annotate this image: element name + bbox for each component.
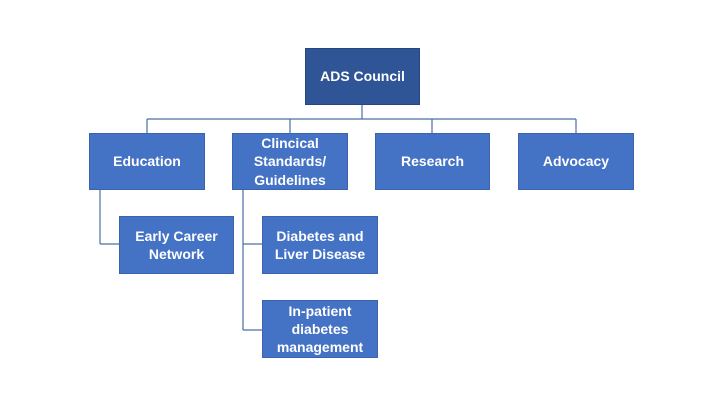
node-clinical-standards: Clincical Standards/ Guidelines	[232, 133, 348, 190]
node-label: Education	[113, 153, 181, 170]
node-label: ADS Council	[320, 68, 405, 85]
node-diabetes-liver-disease: Diabetes and Liver Disease	[262, 216, 378, 274]
node-label: Advocacy	[542, 153, 610, 170]
node-inpatient-diabetes-management: In-patient diabetes management	[262, 300, 378, 358]
node-ads-council: ADS Council	[305, 48, 420, 105]
node-label: Clincical Standards/ Guidelines	[253, 135, 327, 188]
node-label: Research	[400, 153, 465, 170]
node-research: Research	[375, 133, 490, 190]
node-education: Education	[89, 133, 205, 190]
node-advocacy: Advocacy	[518, 133, 634, 190]
node-label: In-patient diabetes management	[276, 302, 364, 356]
node-label: Diabetes and Liver Disease	[274, 227, 366, 262]
node-label: Early Career Network	[135, 227, 218, 262]
node-early-career-network: Early Career Network	[119, 216, 234, 274]
